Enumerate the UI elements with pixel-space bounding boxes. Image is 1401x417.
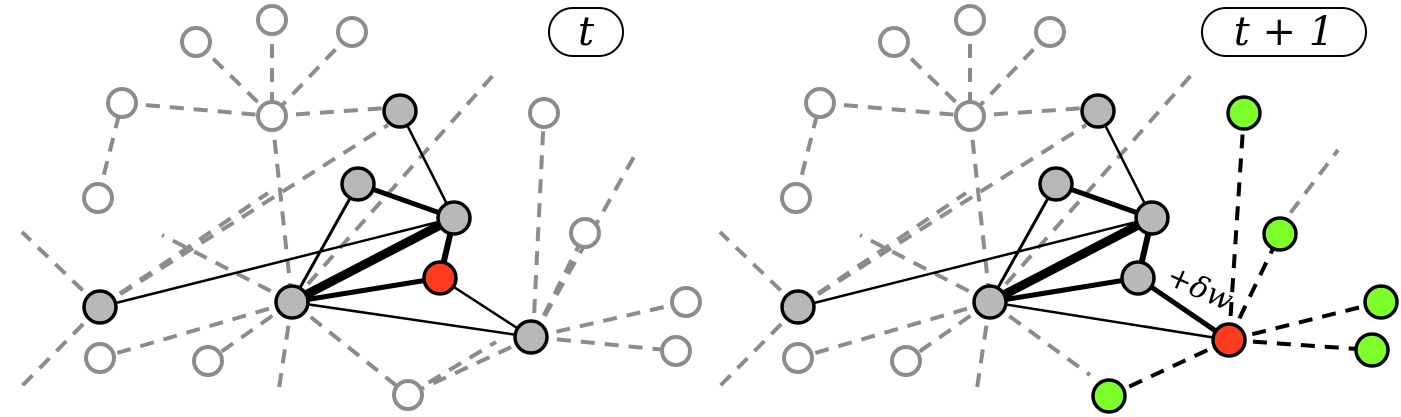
new-nodes (1091, 95, 1399, 414)
active-node (1211, 322, 1247, 358)
new-edges (1108, 112, 1382, 398)
panel-t-plus-1 (714, 4, 1399, 414)
weighted-edge (1135, 275, 1232, 343)
time-label-t-plus-1: t + 1 (1201, 7, 1367, 57)
core-nodes (82, 93, 549, 355)
active-node (422, 260, 458, 296)
time-label-t: t (548, 7, 624, 57)
background-edges (16, 20, 687, 397)
background-nodes (82, 4, 702, 411)
core-nodes (780, 93, 1247, 358)
background-nodes (780, 4, 1066, 377)
core-edges (98, 109, 533, 339)
panel-t (16, 4, 702, 411)
core-edges (796, 109, 1232, 343)
background-edges (714, 20, 1340, 396)
